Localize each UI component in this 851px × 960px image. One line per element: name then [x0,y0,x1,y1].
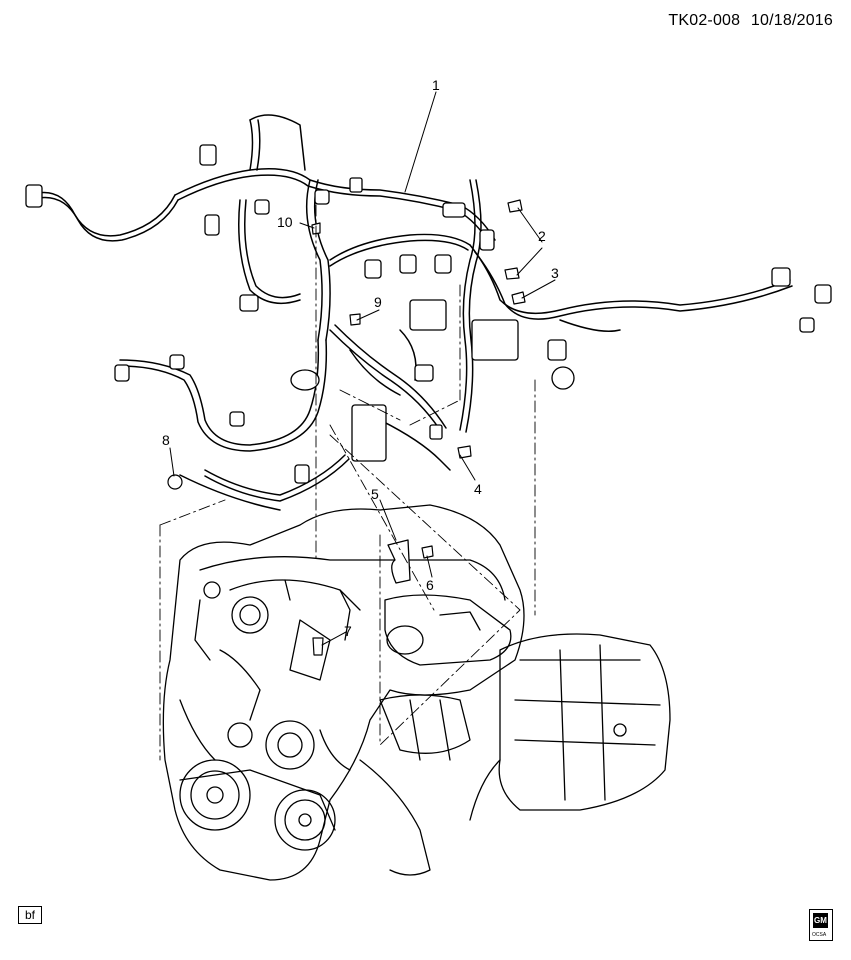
callout-8: 8 [162,432,170,448]
leader-lines [169,91,556,646]
callout-7: 7 [344,623,352,639]
diagram-date: 10/18/2016 [750,12,833,29]
engine-block [162,504,525,881]
wiring-harness [29,114,793,511]
front-pulleys [179,720,336,851]
gm-logo-sub: OCSA [812,932,827,938]
bracket-part-5 [387,539,411,584]
gm-logo: GM OCSA [809,909,833,941]
callout-1: 1 [432,77,440,93]
gm-logo-mark: GM [813,913,828,928]
diagram-header: TK02-008 10/18/2016 [662,12,833,30]
callout-numbers: 1 2 3 4 5 6 7 8 9 10 [162,77,559,639]
callout-3: 3 [551,265,559,281]
callout-2: 2 [538,228,546,244]
harness-connectors [25,144,832,484]
bf-label-box: bf [18,906,42,924]
transmission [469,633,671,821]
callout-9: 9 [374,294,382,310]
diagram-code: TK02-008 [668,12,741,29]
callout-5: 5 [371,486,379,502]
callout-6: 6 [426,577,434,593]
callout-10: 10 [277,214,293,230]
callout-4: 4 [474,481,482,497]
alignment-lines [159,204,536,761]
fasteners [167,199,526,656]
